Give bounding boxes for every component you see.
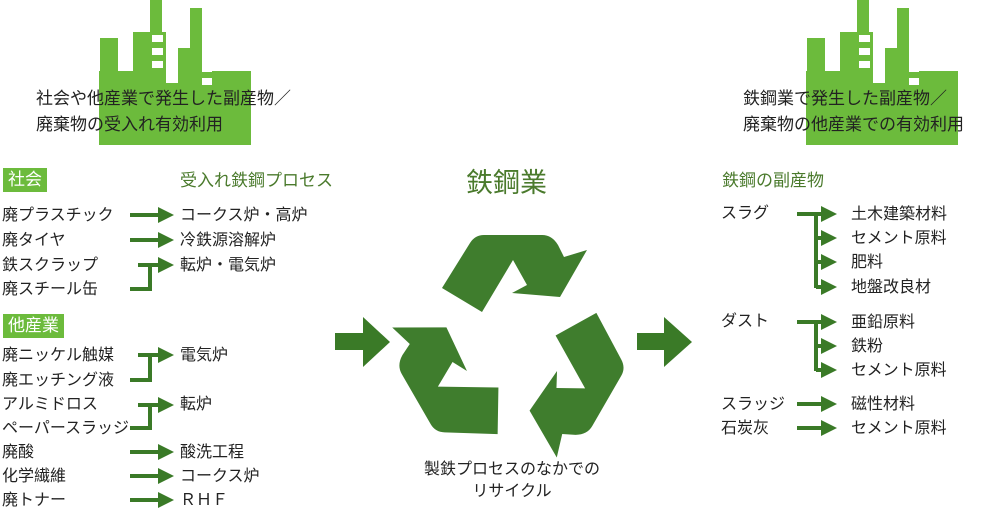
target-process: 冷鉄源溶解炉: [180, 230, 277, 249]
byproduct-use: セメント原料: [851, 418, 947, 437]
center-caption-line2: リサイクル: [472, 481, 552, 500]
source-item: 廃酸: [2, 442, 35, 461]
byproduct-name: ダスト: [721, 311, 770, 330]
right-arrows: [797, 206, 837, 436]
byproduct-use: セメント原料: [851, 360, 947, 379]
byproduct-use: 肥料: [851, 252, 884, 271]
byproduct-use: 磁性材料: [851, 394, 916, 413]
society-badge: 社会: [3, 168, 47, 192]
right-caption-line1: 鉄鋼業で発生した副産物／: [743, 89, 947, 109]
source-item: 廃スチール缶: [2, 279, 99, 298]
byproduct-name: 石炭灰: [721, 418, 770, 437]
other-industry-badge: 他産業: [3, 314, 64, 338]
left-caption-line1: 社会や他産業で発生した副産物／: [36, 89, 291, 109]
source-item: 廃プラスチック: [2, 205, 114, 224]
big-arrow-in: [335, 317, 390, 367]
target-process: 転炉: [180, 394, 213, 413]
byproduct-use: 土木建築材料: [851, 204, 948, 223]
source-item: アルミドロス: [2, 394, 98, 413]
big-arrow-out: [637, 317, 692, 367]
target-process: コークス炉・高炉: [180, 205, 308, 224]
process-heading: 受入れ鉄鋼プロセス: [180, 171, 333, 191]
center-caption-line1: 製鉄プロセスのなかでの: [423, 459, 600, 478]
right-caption-line2: 廃棄物の他産業での有効利用: [743, 115, 964, 135]
recycle-icon: [379, 235, 643, 465]
target-process: 転炉・電気炉: [180, 255, 277, 274]
target-process: 電気炉: [180, 345, 229, 364]
left-arrows: [130, 207, 174, 508]
left-caption-line2: 廃棄物の受入れ有効利用: [36, 115, 223, 135]
source-item: 廃ニッケル触媒: [2, 345, 115, 364]
center-title: 鉄鋼業: [466, 168, 547, 199]
source-item: 化学繊維: [2, 466, 67, 485]
target-process: コークス炉: [180, 466, 260, 485]
byproduct-use: 鉄粉: [851, 336, 884, 355]
source-item: ペーパースラッジ: [2, 418, 130, 437]
byproduct-name: スラグ: [721, 203, 770, 222]
source-item: 廃エッチング液: [2, 370, 115, 389]
byproduct-use: 亜鉛原料: [851, 312, 916, 331]
target-process: ＲＨＦ: [180, 490, 229, 509]
byproduct-use: 地盤改良材: [851, 277, 932, 296]
byproduct-name: スラッジ: [721, 394, 786, 413]
byproduct-heading: 鉄鋼の副産物: [722, 171, 824, 191]
byproduct-use: セメント原料: [851, 228, 947, 247]
source-item: 廃タイヤ: [2, 230, 66, 249]
source-item: 鉄スクラップ: [2, 255, 99, 274]
target-process: 酸洗工程: [180, 442, 245, 461]
source-item: 廃トナー: [2, 490, 67, 509]
